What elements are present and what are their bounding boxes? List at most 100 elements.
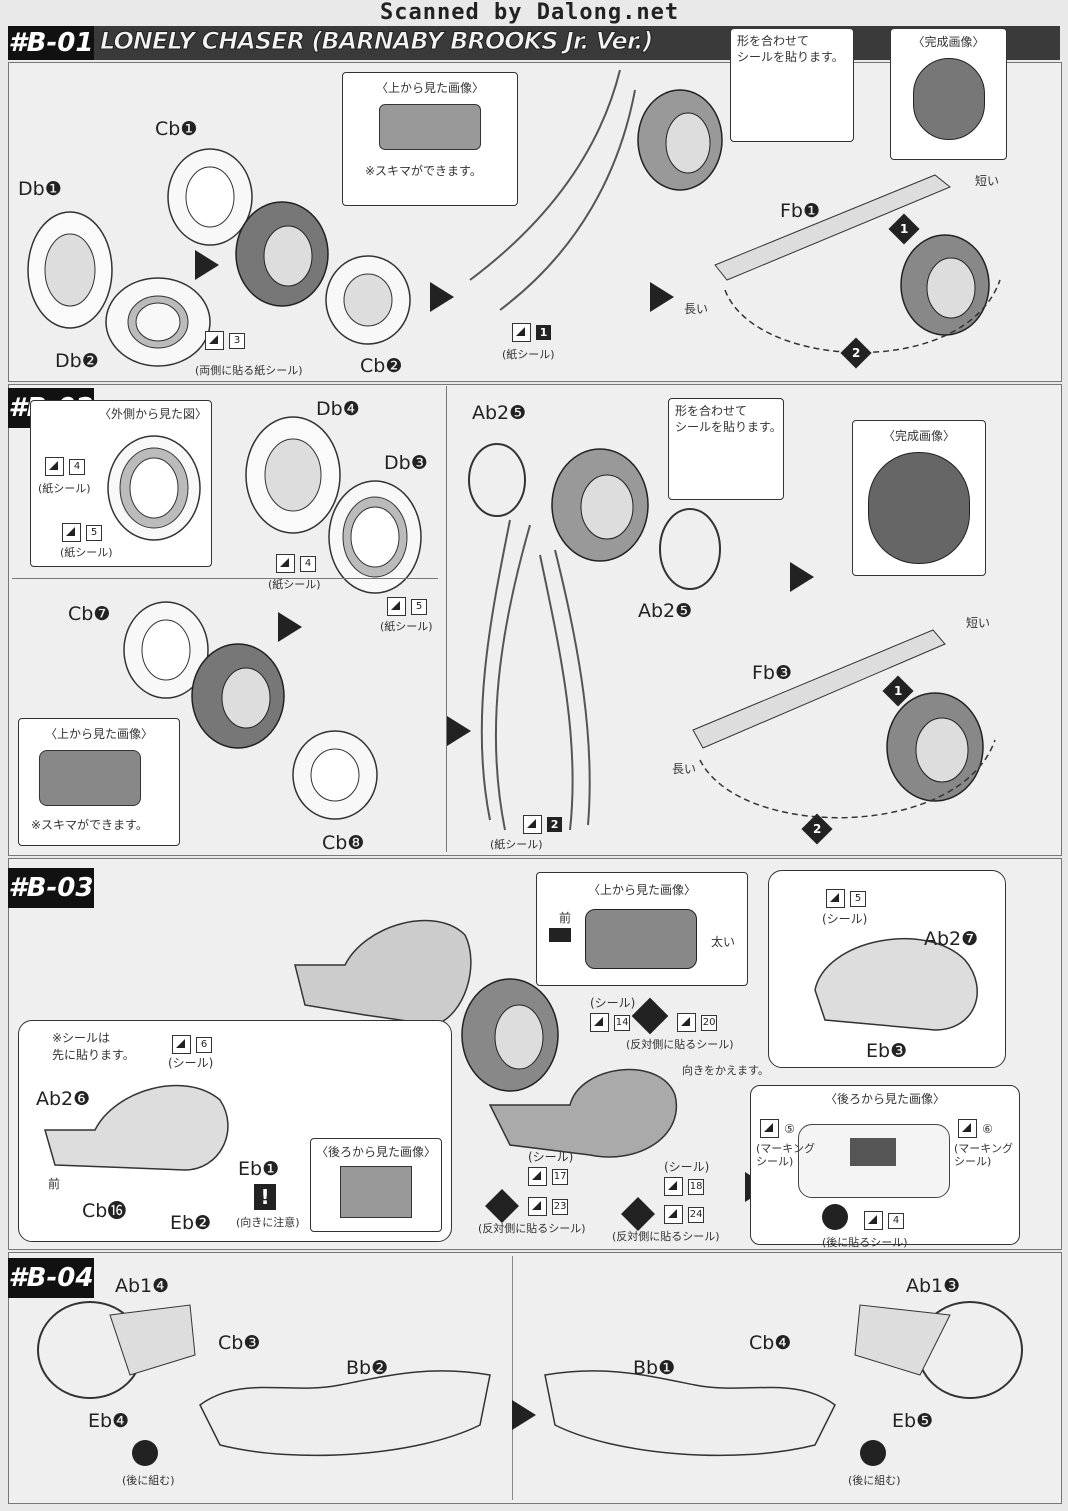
part-cb16: Cb⓰ xyxy=(82,1200,127,1222)
marking-number: ⑥ xyxy=(982,1122,993,1136)
b01-tread-strip xyxy=(714,174,951,281)
sticker-icon xyxy=(826,889,845,908)
b03-rear-view-callout: 〈後ろから見た画像〉 xyxy=(310,1138,442,1232)
part-cb1: Cb❶ xyxy=(155,118,198,140)
b03-rear-tire xyxy=(461,978,559,1092)
b02-finished-callout: 〈完成画像〉 xyxy=(852,420,986,576)
sticker-icon xyxy=(664,1205,683,1224)
b02-disc-db3 xyxy=(328,480,422,594)
sticker-number: 5 xyxy=(86,524,103,541)
part-bb2: Bb❷ xyxy=(346,1357,389,1379)
b03-marking-5: ⑤ xyxy=(760,1118,795,1138)
b01-align-callout: 形を合わせて シールを貼ります。 xyxy=(730,28,854,142)
sticker-number: 6 xyxy=(196,1036,213,1053)
sticker-number: 5 xyxy=(411,598,428,615)
b01-finished-caption: 〈完成画像〉 xyxy=(912,35,985,49)
part-ab14: Ab1❹ xyxy=(115,1275,170,1297)
part-cb2: Cb❷ xyxy=(360,355,403,377)
b02-dashed-path xyxy=(699,739,996,819)
part-bb1: Bb❶ xyxy=(633,1357,676,1379)
part-fb1: Fb❶ xyxy=(780,200,821,222)
assemble-later-icon xyxy=(860,1440,886,1466)
watermark: Scanned by Dalong.net xyxy=(380,0,680,25)
b02-long-label: 長い xyxy=(672,762,697,776)
sticker-number: 2 xyxy=(547,817,563,832)
step-b03-label: #B-03 xyxy=(8,868,94,908)
b02-sticker-strips xyxy=(480,519,591,831)
part-ab27: Ab2❼ xyxy=(924,928,979,950)
b03-opposite-note-c: (反対側に貼るシール) xyxy=(612,1230,720,1243)
b04-right-fender xyxy=(854,1301,1023,1399)
part-cb3: Cb❸ xyxy=(218,1332,261,1354)
part-eb2: Eb❷ xyxy=(170,1212,212,1234)
b02-align-note: 形を合わせて シールを貼ります。 xyxy=(675,404,782,434)
part-ab25-top: Ab2❺ xyxy=(472,402,527,424)
part-ab13: Ab1❸ xyxy=(906,1275,961,1297)
b02-finished-caption: 〈完成画像〉 xyxy=(882,429,955,443)
sticker-icon xyxy=(760,1119,779,1138)
b03-rear-view-caption: 〈後ろから見た画像〉 xyxy=(315,1145,436,1159)
b01-short-label: 短い xyxy=(975,174,1000,188)
b03-top-view-image xyxy=(585,909,697,969)
caution-icon: ! xyxy=(254,1184,276,1210)
b02-sticker-2: 2 xyxy=(523,814,563,834)
part-ab25-bottom: Ab2❺ xyxy=(638,600,693,622)
b01-align-note: 形を合わせて シールを貼ります。 xyxy=(737,34,844,64)
b02-tire-ring xyxy=(551,448,649,562)
sticker-icon xyxy=(387,597,406,616)
part-fb3: Fb❸ xyxy=(752,662,793,684)
sticker-icon xyxy=(45,457,64,476)
part-db4: Db❹ xyxy=(316,398,360,420)
b01-disc-cb1 xyxy=(167,148,253,246)
b01-sticker-1: 1 xyxy=(512,322,552,342)
b02-disc-cb8 xyxy=(292,730,378,820)
sticker-icon xyxy=(528,1197,547,1216)
b03-sticker-label-c: (シール) xyxy=(168,1056,214,1070)
b01-arrow-1 xyxy=(195,250,219,280)
b03-swingarm xyxy=(488,1068,678,1158)
b03-change-direction: 向きをかえます。 xyxy=(682,1064,769,1077)
b02-sticker-5a: 5 xyxy=(62,522,103,542)
b03-mind-direction: (向きに注意) xyxy=(236,1216,300,1229)
b01-long-label: 長い xyxy=(684,302,709,316)
b01-disc-db2 xyxy=(105,277,211,367)
b02-outside-ring xyxy=(107,435,201,541)
b03-top-view-caption: 〈上から見た画像〉 xyxy=(587,883,696,897)
sticker-icon xyxy=(205,331,224,350)
b02-sticker-4a: 4 xyxy=(45,456,86,476)
section-b01-header xyxy=(8,26,1060,60)
b02-tire xyxy=(191,643,285,749)
b04-assemble-later-a: (後に組む) xyxy=(122,1474,175,1487)
b03-sticker-18: 18 xyxy=(664,1176,705,1196)
b02-ring-left xyxy=(468,443,526,517)
sticker-number: 18 xyxy=(688,1178,705,1195)
b03-front-label-b: 前 xyxy=(559,911,572,925)
b03-sticker-20: 20 xyxy=(677,1012,718,1032)
b01-finished-image xyxy=(912,58,985,140)
b02-top-view-callout: 〈上から見た画像〉 ※スキマができます。 xyxy=(18,718,180,846)
b03-sticker-label-e: (シール) xyxy=(664,1160,710,1174)
b01-tire xyxy=(235,201,329,307)
b01-gap-note: ※スキマができます。 xyxy=(365,164,482,178)
sticker-number: 14 xyxy=(614,1014,631,1031)
sticker-icon xyxy=(512,323,531,342)
part-eb3: Eb❸ xyxy=(866,1040,908,1062)
b04-right-body xyxy=(544,1370,836,1457)
b02-align-callout: 形を合わせて シールを貼ります。 xyxy=(668,398,784,500)
b02-tread-strip xyxy=(692,629,946,749)
b02-sticker-5b: 5 xyxy=(387,596,428,616)
step-b04-label: #B-04 xyxy=(8,1258,94,1298)
b01-arrow-2 xyxy=(430,282,454,312)
part-db1: Db❶ xyxy=(18,178,62,200)
b03-sticker-label-d: (シール) xyxy=(528,1150,574,1164)
part-cb8: Cb❽ xyxy=(322,832,365,854)
sticker-number: 4 xyxy=(300,555,317,572)
b03-thick-label: 太い xyxy=(711,935,736,949)
part-cb7: Cb❼ xyxy=(68,603,111,625)
rear-apply-icon xyxy=(822,1204,848,1230)
assemble-later-icon xyxy=(132,1440,158,1466)
b01-arrow-3 xyxy=(650,282,674,312)
front-arrow-icon xyxy=(549,928,571,942)
sticker-number: 23 xyxy=(552,1198,569,1215)
sticker-icon xyxy=(62,523,81,542)
